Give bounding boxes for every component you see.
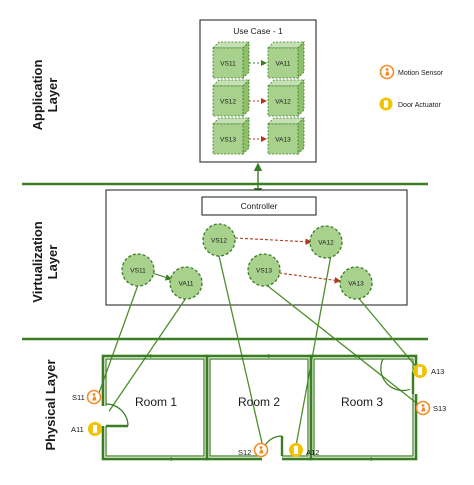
cube-vs11: VS11 xyxy=(212,41,250,79)
door-actuator-a13-icon xyxy=(413,364,427,378)
room-2-label: Room 2 xyxy=(238,395,280,409)
virtualization-layer-title: Virtualization Layer xyxy=(30,221,60,302)
virtual-node-vs12: VS12 xyxy=(202,223,236,257)
virtual-node-vs11: VS11 xyxy=(121,253,155,287)
svg-text:Application: Application xyxy=(30,60,45,131)
motion-sensor-s13-icon xyxy=(415,400,431,416)
vs12-to-va12-arrow xyxy=(234,237,313,246)
a13-label: A13 xyxy=(431,367,444,376)
motion-sensor-legend-icon xyxy=(379,64,395,80)
svg-text:VA12: VA12 xyxy=(318,240,334,247)
cube-label-vs11: VS11 xyxy=(220,61,236,68)
cube-va12: VA12 xyxy=(267,79,305,117)
s12-label: S12 xyxy=(238,448,251,457)
virtual-node-va13: VA13 xyxy=(339,266,373,300)
svg-text:Layer: Layer xyxy=(45,78,60,113)
physical-layer-title: Physical Layer xyxy=(43,359,58,450)
door-actuator-legend-label: Door Actuator xyxy=(398,102,441,109)
virtual-node-va11: VA11 xyxy=(169,266,203,300)
cube-label-vs12: VS12 xyxy=(220,99,236,106)
cube-label-va11: VA11 xyxy=(276,61,291,68)
vs11-to-va11-arrow xyxy=(151,272,173,281)
door-actuator-a11-icon xyxy=(88,422,102,436)
svg-text:Virtualization: Virtualization xyxy=(30,221,45,302)
a12-label: A12 xyxy=(306,448,319,457)
cube-label-va13: VA13 xyxy=(275,137,291,144)
virtual-node-vs13: VS13 xyxy=(247,253,281,287)
cube-label-vs13: VS13 xyxy=(220,137,236,144)
svg-text:VS13: VS13 xyxy=(256,268,272,275)
application-layer-title: Application Layer xyxy=(30,60,60,131)
cube-label-va12: VA12 xyxy=(275,99,291,106)
room-1-label: Room 1 xyxy=(135,395,177,409)
svg-text:Layer: Layer xyxy=(45,245,60,280)
door-actuator-a12-icon xyxy=(289,443,303,457)
virtual-node-va12: VA12 xyxy=(309,225,343,259)
motion-sensor-s11-icon xyxy=(86,389,102,405)
door-actuator-legend-icon xyxy=(379,97,393,111)
room-3-label: Room 3 xyxy=(341,395,383,409)
svg-text:VA13: VA13 xyxy=(348,281,364,288)
cube-va11: VA11 xyxy=(267,41,305,79)
cube-va13: VA13 xyxy=(267,117,305,155)
vs13-to-va13-arrow xyxy=(278,272,342,284)
a11-label: A11 xyxy=(71,425,84,434)
motion-sensor-legend-label: Motion Sensor xyxy=(398,70,444,77)
controller-label: Controller xyxy=(241,201,278,211)
svg-text:VS12: VS12 xyxy=(211,238,227,245)
wall-markers xyxy=(150,354,372,461)
svg-text:VA11: VA11 xyxy=(179,281,194,288)
cube-vs13: VS13 xyxy=(212,117,250,155)
s11-label: S11 xyxy=(72,393,85,402)
s13-label: S13 xyxy=(433,404,446,413)
svg-text:Physical Layer: Physical Layer xyxy=(43,359,58,450)
svg-text:VS11: VS11 xyxy=(130,268,146,275)
controller-box xyxy=(201,196,317,216)
cube-vs12: VS12 xyxy=(212,79,250,117)
use-case-title: Use Case - 1 xyxy=(233,26,283,36)
motion-sensor-s12-icon xyxy=(253,442,269,458)
legend: Motion Sensor Door Actuator xyxy=(379,64,444,111)
